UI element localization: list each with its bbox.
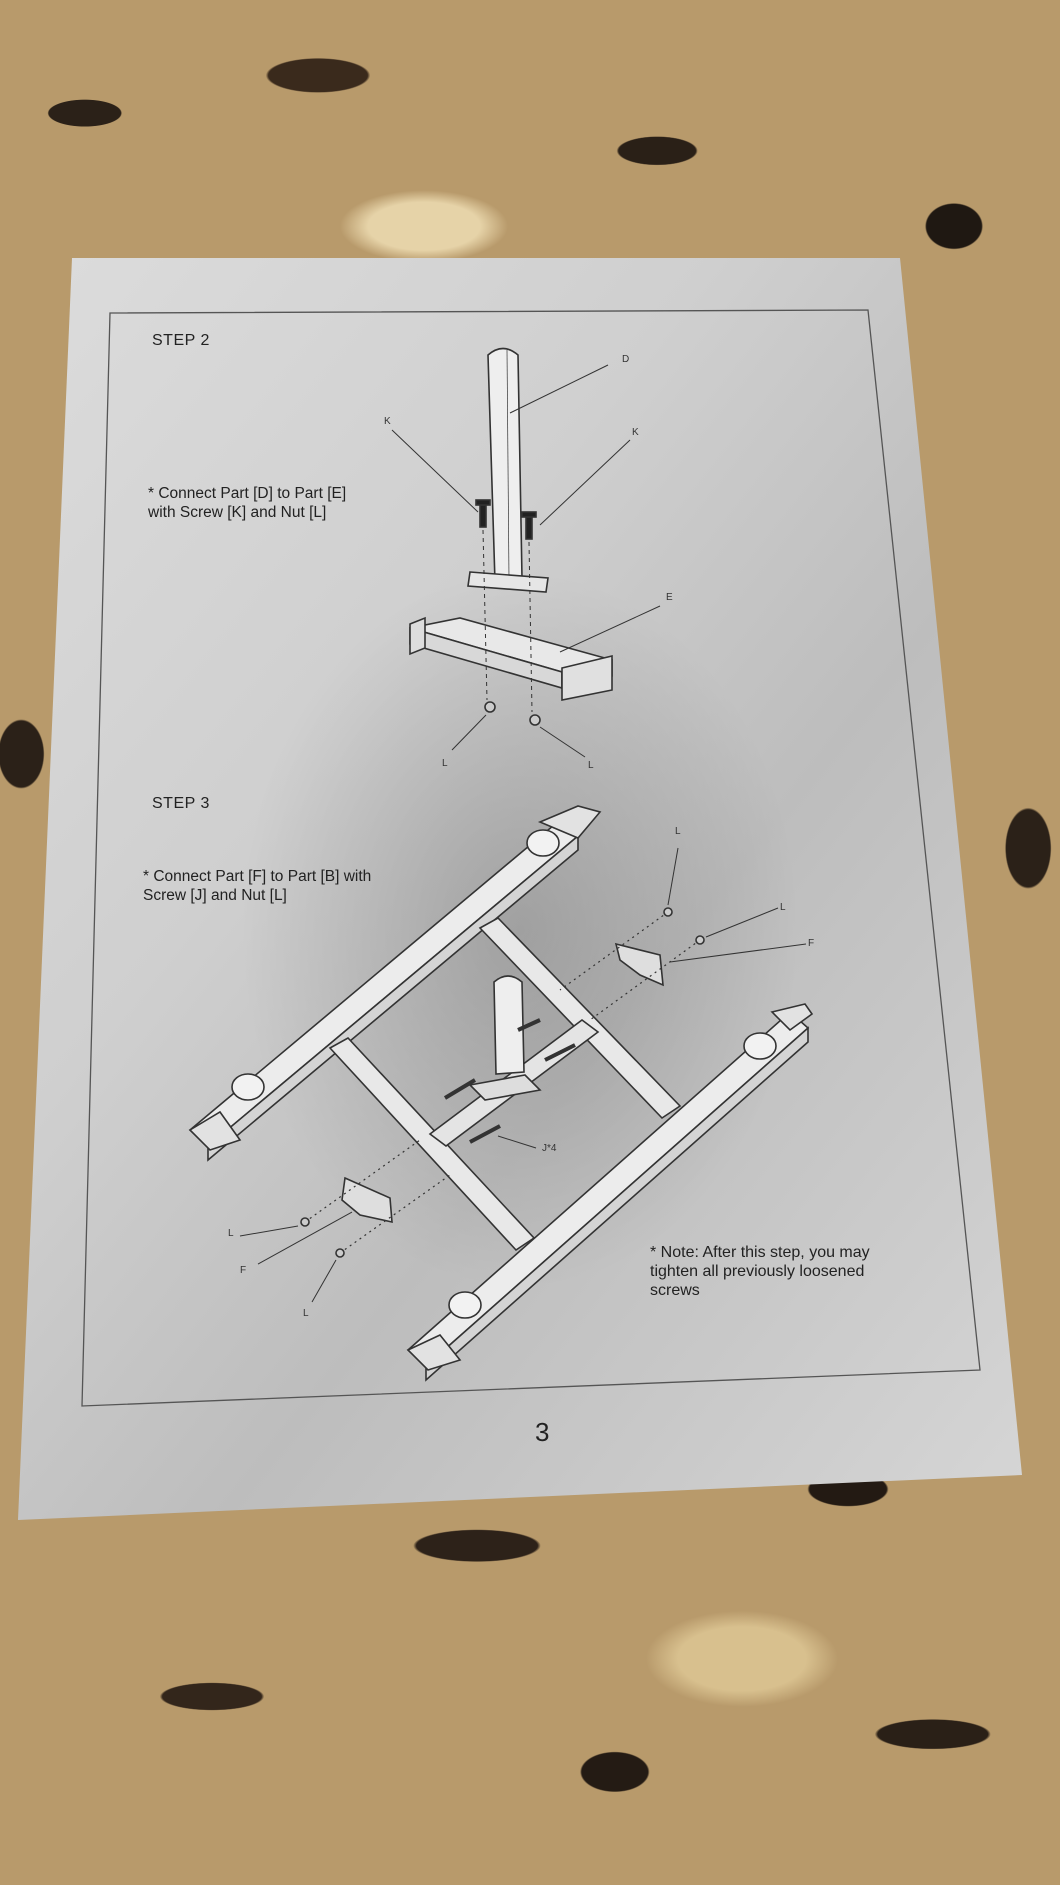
step3-label-f-right: F [808, 938, 815, 949]
page-number: 3 [535, 1417, 550, 1447]
step2-label-k-left: K [384, 416, 391, 427]
step3-label-l-top: L [675, 826, 681, 837]
page-border [81, 309, 981, 1407]
step2-instruction: * Connect Part [D] to Part [E] with Scre… [148, 485, 347, 521]
step3-diagram [188, 805, 814, 1382]
step3-heading: STEP 3 [152, 795, 210, 812]
step3-instruction: * Connect Part [F] to Part [B] with Scre… [143, 868, 372, 904]
step2-label-k-right: K [632, 427, 639, 438]
step3-label-l-left: L [228, 1228, 234, 1239]
step3-label-l-bottom: L [303, 1308, 309, 1319]
camera-shadow [240, 570, 800, 1290]
step2-label-d: D [622, 354, 630, 365]
step3-label-j4: J*4 [542, 1143, 557, 1154]
step3-label-f-left: F [240, 1265, 247, 1276]
step3-label-l-right: L [780, 902, 786, 913]
step3-note: * Note: After this step, you may tighten… [650, 1244, 870, 1299]
step2-label-e: E [666, 592, 673, 603]
step2-heading: STEP 2 [152, 332, 210, 349]
step2-label-l-right: L [588, 760, 594, 771]
step2-diagram [391, 347, 661, 758]
step2-label-l-left: L [442, 758, 448, 769]
